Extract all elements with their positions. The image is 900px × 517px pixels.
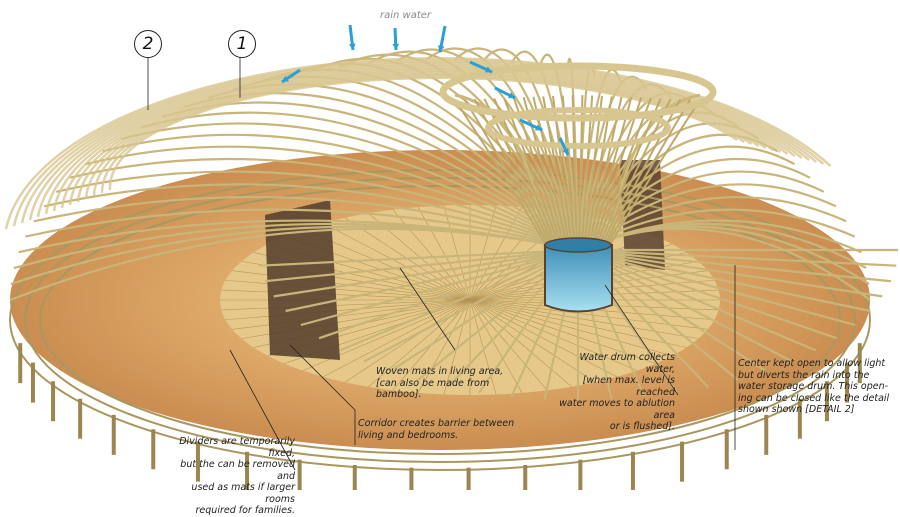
rain-arrows [281,24,570,156]
floor-rib [577,248,883,298]
roof-arc [108,76,738,191]
roof-rib [576,68,623,251]
roof-rib [102,133,579,251]
roof-rib [69,157,579,251]
floor-rib [577,249,793,363]
leader-lines [147,54,736,471]
floor-rib [318,248,579,340]
callout-water-drum: Water drum collects water, [when max. le… [559,352,675,432]
water-drum [544,244,613,313]
roof-rib [85,145,579,251]
callout-corridor: Corridor creates barrier between living … [358,418,515,441]
floor-slat [417,299,471,394]
rain-arrow-head [392,43,400,50]
floor-rib [577,248,817,352]
roof-rib [25,208,579,252]
roof-rib [18,219,579,254]
rain-arrow-head [437,45,445,52]
roof-rib [43,183,579,252]
floor-slat [443,205,471,301]
roof-arc [92,73,753,197]
callout-dividers: Dividers are temporarily fixed, but the … [179,436,295,516]
detail-marker-1: 1 [228,30,256,58]
leader-corridor [289,344,356,445]
floor-rib [577,248,856,327]
roof-rib [33,195,579,252]
water-drum-top [544,237,612,253]
roof-rib [140,111,579,251]
floor-slat [225,299,471,321]
roof-rib [577,170,825,251]
roof-rib [577,145,796,251]
support-posts [18,343,862,490]
roof-arc [84,72,760,200]
outer-ring [9,169,871,471]
floor-rib [273,248,579,298]
roof-arc [12,58,825,227]
floor-rib [577,248,838,340]
funnel-rib [602,98,682,249]
funnel-rib [463,99,552,249]
detail-marker-2: 2 [134,30,162,58]
floor-rib [339,248,579,352]
leader-dividers [229,349,296,471]
floor-slat [469,299,618,378]
roof-arc [28,61,810,221]
funnel-rib [604,99,692,249]
funnel-ring-1 [485,107,671,149]
rain-arrow-head [485,66,492,73]
floor-slat [469,299,572,388]
floor-slat [469,299,523,394]
floor-rib [259,248,579,267]
rain-arrow-head [508,92,515,99]
funnel-rib [473,98,554,249]
floor-slat [344,299,471,383]
roof-arc [68,69,774,206]
rain-arrow-head [282,75,289,82]
leader-mats [399,267,456,351]
floor-rib [285,248,579,313]
floor-slat [322,299,471,378]
floor-slat [469,299,548,391]
floor-slat [225,279,471,301]
roof-arc [4,57,832,230]
hut-illustration [4,24,898,490]
funnel-ring-2 [439,62,717,122]
callout-woven-mats: Woven mats in living area, [can also be … [376,366,504,400]
roof-arc [20,60,818,224]
funnel-rib [607,99,701,249]
roof-rib [577,227,871,301]
roof-rib [55,170,579,252]
roof-rib [577,157,811,251]
floor-rib [363,249,579,363]
floor-rib [577,248,897,267]
rain-arrow-head [562,148,569,155]
floor-slat [322,222,471,301]
funnel-rib [454,99,549,249]
floor-rib [300,248,579,327]
roof-rib [120,122,579,251]
floor-rib [577,248,871,313]
leader-drum [604,284,679,396]
callout-center-opening: Center kept open to allow light but dive… [738,358,890,415]
floor-slat [417,206,471,301]
rain-arrow-head [348,43,356,50]
floor-rib [577,248,892,283]
floor-slat [469,299,596,383]
rain-arrow-head [535,124,542,131]
floor-rib [264,248,579,283]
floor-slat [469,299,638,371]
outer-ring [24,177,856,463]
rain-water-label: rain water [380,10,432,21]
floor-slat [221,289,471,301]
